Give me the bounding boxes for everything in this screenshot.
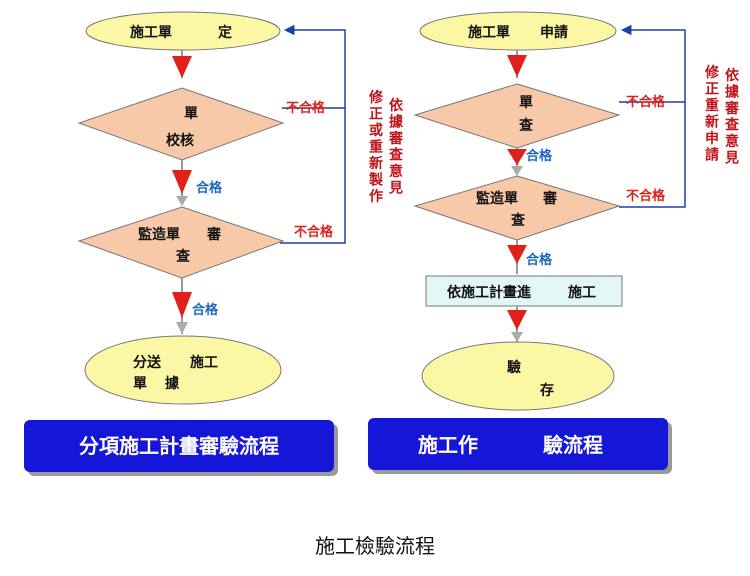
left-title-banner: 分項施工計畫審驗流程 — [24, 420, 334, 472]
right-fail-label-1: 不合格 — [626, 94, 666, 110]
right-review1-text-2: 查 — [519, 117, 534, 134]
right-end-node: 驗 存 — [421, 341, 615, 411]
left-end-node: 分送 施工 單 據 — [84, 335, 282, 405]
right-end-text-2: 存 — [540, 382, 554, 399]
right-feedback-lines — [619, 24, 686, 208]
right-fail-label-2: 不合格 — [626, 188, 666, 204]
right-start-node: 施工單 申請 — [419, 11, 617, 51]
left-side-note: 修正或重新製作 依據審查意見 — [368, 89, 404, 205]
right-side-note: 修正重新申請 依據審查意見 — [704, 64, 740, 167]
right-title-banner: 施工作 驗流程 — [368, 418, 668, 470]
right-review2-node: 監造單 審 查 — [413, 175, 621, 241]
right-review2-text-2: 審 — [542, 190, 558, 207]
left-title-text: 分項施工計畫審驗流程 — [79, 434, 279, 458]
left-review2-text-3: 查 — [176, 248, 191, 265]
left-feedback-lines — [280, 24, 346, 244]
left-fail-label-1: 不合格 — [286, 100, 326, 116]
left-arrow-3 — [172, 278, 192, 334]
right-side-note-col1: 修正重新申請 — [704, 64, 720, 164]
left-arrow-1 — [172, 50, 192, 78]
left-review2-text-1: 監造單 — [138, 226, 180, 243]
right-review1-text-1: 單 — [519, 95, 533, 111]
left-start-node: 施工單 定 — [85, 11, 281, 51]
right-pass-label-2: 合格 — [526, 252, 553, 268]
left-side-note-col2: 依據審查意見 — [388, 97, 404, 197]
right-pass-label-1: 合格 — [526, 148, 553, 164]
left-end-text-1: 分送 — [133, 354, 162, 371]
right-start-text-2: 申請 — [540, 24, 568, 41]
left-pass-label-2: 合格 — [192, 302, 219, 318]
right-arrow-4 — [507, 306, 527, 342]
left-end-text-3: 單 — [133, 376, 147, 392]
left-pass-label-1: 合格 — [196, 180, 223, 196]
right-side-note-col2: 依據審查意見 — [724, 67, 740, 167]
left-side-note-col1: 修正或重新製作 — [368, 89, 384, 205]
right-process-text-2: 施工 — [568, 284, 596, 301]
left-fail-label-2: 不合格 — [294, 224, 334, 240]
right-process-text-1: 依施工計畫進 — [447, 284, 531, 301]
left-review2-node: 監造單 審 查 — [77, 206, 285, 279]
right-process-node: 依施工計畫進 施工 — [425, 275, 623, 307]
right-review2-text-3: 查 — [511, 212, 526, 229]
left-start-text-2: 定 — [218, 24, 232, 41]
right-title-text-1: 施工作 — [418, 433, 478, 457]
right-arrow-3 — [507, 240, 527, 274]
page-caption: 施工檢驗流程 — [315, 534, 435, 558]
right-end-text-1: 驗 — [507, 359, 521, 376]
left-review2-text-2: 審 — [206, 226, 222, 243]
right-review1-node: 單 查 — [413, 83, 621, 149]
right-title-text-2: 驗流程 — [543, 433, 603, 457]
right-review2-text-1: 監造單 — [476, 190, 518, 207]
left-review1-text-1: 單 — [184, 106, 198, 122]
left-start-text-1: 施工單 — [130, 24, 172, 41]
left-end-text-4: 據 — [165, 375, 180, 392]
right-arrow-1 — [507, 50, 527, 78]
left-arrow-2 — [172, 160, 192, 206]
right-start-text-1: 施工單 — [468, 24, 510, 41]
left-review1-text-2: 校核 — [166, 132, 194, 149]
left-review1-node: 單 校核 — [77, 87, 285, 161]
left-end-text-2: 施工 — [190, 354, 218, 371]
right-arrow-2 — [507, 148, 527, 176]
